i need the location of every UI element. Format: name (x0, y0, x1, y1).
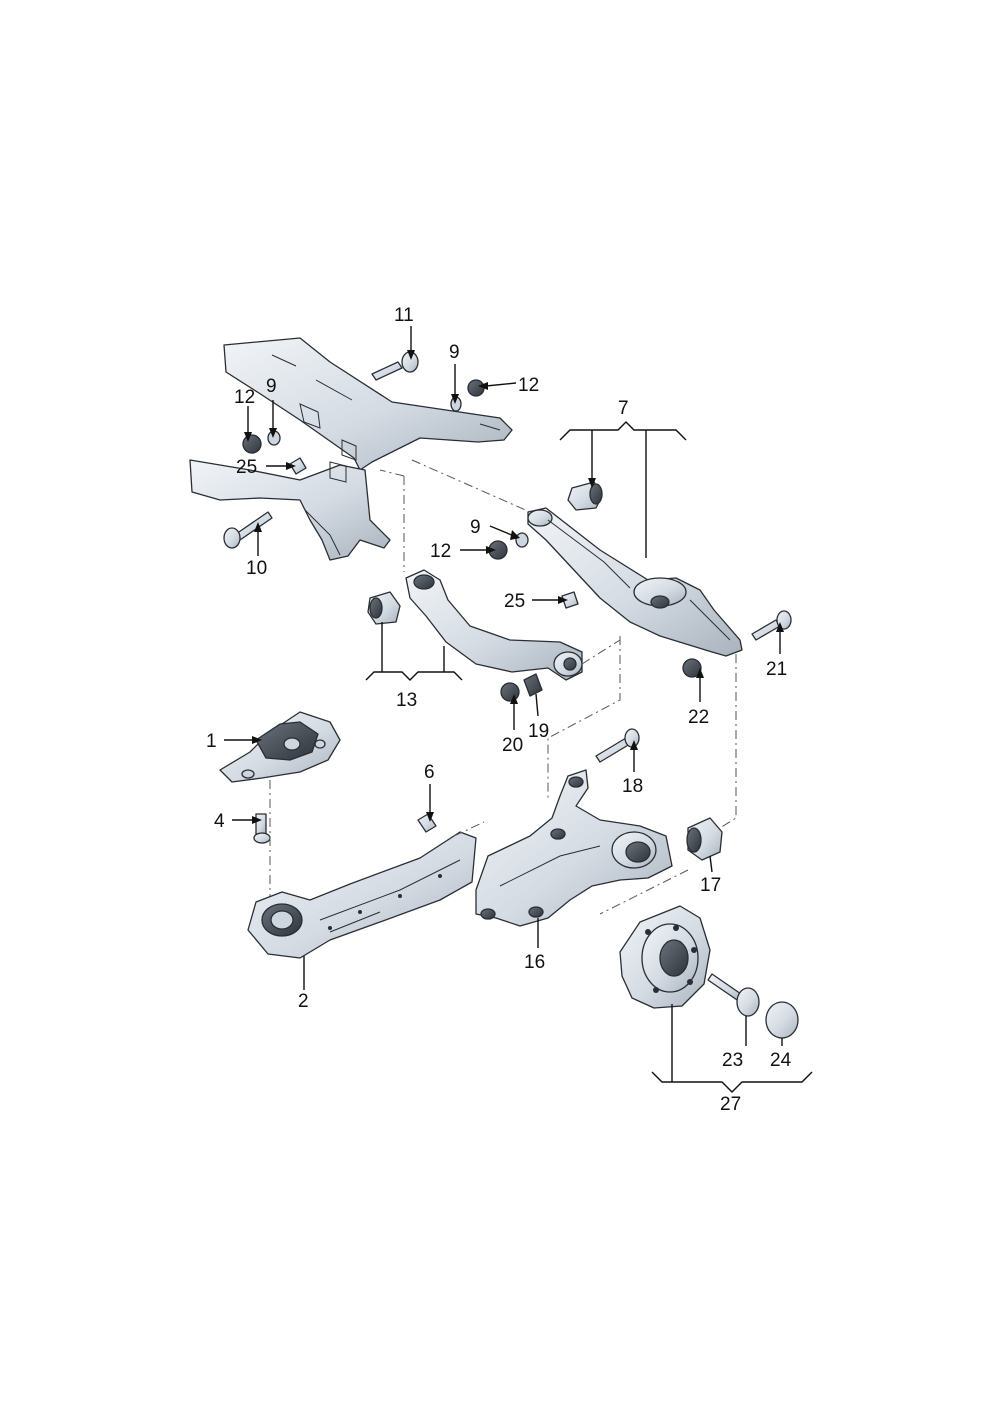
label-2: 2 (298, 991, 309, 1012)
label-20: 20 (502, 735, 523, 756)
label-4: 4 (214, 811, 225, 832)
label-18: 18 (622, 776, 643, 797)
label-27: 27 (720, 1094, 741, 1115)
label-6: 6 (424, 762, 435, 783)
label-10: 10 (246, 558, 267, 579)
label-1: 1 (206, 731, 217, 752)
bushing-17 (686, 817, 723, 861)
label-17: 17 (700, 875, 721, 896)
label-16: 16 (524, 952, 545, 973)
label-9-left: 9 (266, 376, 277, 397)
label-12-middle: 12 (430, 541, 451, 562)
label-19: 19 (528, 721, 549, 742)
wheel-carrier (475, 769, 673, 927)
label-24: 24 (770, 1050, 792, 1071)
label-11: 11 (394, 305, 414, 326)
bushing-upper-right (567, 481, 603, 511)
lower-control-arm (527, 507, 743, 657)
callout-labels: 11 9 12 12 9 25 10 7 9 12 25 13 21 22 20… (206, 305, 792, 1115)
arrowheads (244, 350, 784, 824)
label-9-middle: 9 (470, 517, 481, 538)
wheel-hub (619, 905, 711, 1009)
upper-link-arm (405, 569, 583, 681)
leader-lines (224, 326, 813, 1093)
hub-bolt (707, 973, 760, 1017)
dust-cap (765, 1001, 799, 1039)
label-23: 23 (722, 1050, 743, 1071)
center-lines (269, 459, 737, 915)
trailing-arm (247, 831, 477, 959)
subframe (189, 337, 513, 561)
label-13: 13 (396, 690, 417, 711)
rubber-mount (219, 711, 341, 783)
label-12-top-right: 12 (518, 375, 539, 396)
label-25-middle: 25 (504, 591, 525, 612)
label-25-top: 25 (236, 457, 257, 478)
label-12-left: 12 (234, 387, 255, 408)
label-7: 7 (618, 398, 629, 419)
label-22: 22 (688, 707, 709, 728)
fasteners (223, 351, 792, 844)
label-21: 21 (766, 659, 787, 680)
bushing-upper-left (367, 591, 401, 625)
label-9-top-right: 9 (449, 342, 460, 363)
